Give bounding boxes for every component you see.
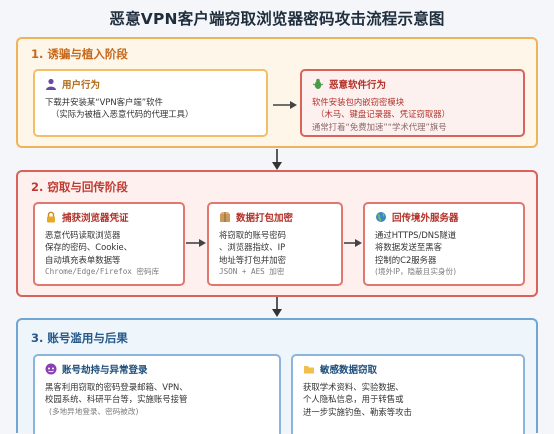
user-behavior-card: 用户行为 下载并安装某“VPN客户端”软件 （实际为被植入恶意代码的代理工具） bbox=[33, 69, 268, 137]
exfiltrate-line-3: 控制的C2服务器 bbox=[375, 254, 437, 265]
theft-line-3: 进一步实施钓鱼、勒索等攻击 bbox=[303, 406, 412, 417]
capture-line-3: 自动填充表单数据等 bbox=[45, 254, 121, 265]
package-line-2: 、浏览器指纹、IP bbox=[219, 242, 286, 253]
capture-note: Chrome/Edge/Firefox 密码库 bbox=[45, 266, 160, 276]
user-behavior-line-1: 下载并安装某“VPN客户端”软件 bbox=[45, 97, 163, 107]
capture-line-2: 保存的密码、Cookie、 bbox=[45, 242, 133, 253]
arrow-right-icon bbox=[186, 239, 206, 247]
stage-3-label: 3. 账号滥用与后果 bbox=[31, 331, 128, 345]
hacker-icon bbox=[45, 363, 57, 375]
stage-2-panel: 2. 窃取与回传阶段 捕获浏览器凭证 恶意代码读取浏览器 保存的密码、Cooki… bbox=[16, 170, 538, 297]
capture-credentials-card: 捕获浏览器凭证 恶意代码读取浏览器 保存的密码、Cookie、 自动填充表单数据… bbox=[33, 202, 185, 286]
capture-credentials-title: 捕获浏览器凭证 bbox=[62, 213, 129, 224]
package-line-3: 地址等打包并加密 bbox=[219, 254, 286, 265]
exfiltrate-server-card: 回传境外服务器 通过HTTPS/DNS隧道 将数据发送至黑客 控制的C2服务器 … bbox=[363, 202, 525, 286]
stage-1-label: 1. 诱骗与植入阶段 bbox=[31, 47, 128, 61]
hijack-note: (多地异地登录、密码被改) bbox=[49, 406, 139, 416]
data-theft-card: 敏感数据窃取 获取学术资料、实验数据、 个人隐私信息，用于转售或 进一步实施钓鱼… bbox=[291, 354, 525, 434]
malware-behavior-header: 恶意软件行为 bbox=[312, 77, 386, 91]
user-behavior-title: 用户行为 bbox=[62, 80, 101, 91]
malware-behavior-title: 恶意软件行为 bbox=[329, 80, 387, 91]
package-note: JSON + AES 加密 bbox=[219, 266, 285, 276]
package-encrypt-header: 数据打包加密 bbox=[219, 210, 293, 224]
user-behavior-line-2: （实际为被植入恶意代码的代理工具） bbox=[51, 109, 194, 120]
folder-icon bbox=[303, 363, 315, 375]
diagram-title: 恶意VPN客户端窃取浏览器密码攻击流程示意图 bbox=[109, 10, 445, 28]
exfiltrate-note: (境外IP，隐蔽且实身份) bbox=[375, 266, 457, 276]
data-theft-header: 敏感数据窃取 bbox=[303, 362, 377, 376]
account-hijack-title: 账号劫持与异常登录 bbox=[62, 365, 148, 376]
arrow-right-icon bbox=[273, 101, 297, 109]
capture-credentials-header: 捕获浏览器凭证 bbox=[45, 210, 129, 224]
capture-line-1: 恶意代码读取浏览器 bbox=[45, 230, 121, 240]
arrow-down-icon bbox=[272, 149, 282, 170]
lock-icon bbox=[45, 211, 57, 223]
globe-icon bbox=[375, 211, 387, 223]
account-hijack-card: 账号劫持与异常登录 黑客利用窃取的密码登录邮箱、VPN、 校园系统、科研平台等，… bbox=[33, 354, 281, 434]
account-hijack-header: 账号劫持与异常登录 bbox=[45, 362, 148, 376]
exfiltrate-server-header: 回传境外服务器 bbox=[375, 210, 459, 224]
exfiltrate-server-title: 回传境外服务器 bbox=[392, 213, 459, 224]
package-icon bbox=[219, 211, 231, 223]
stage-2-label: 2. 窃取与回传阶段 bbox=[31, 180, 128, 194]
user-behavior-header: 用户行为 bbox=[45, 77, 100, 91]
malware-behavior-line-2: （木马、键盘记录器、凭证窃取器） bbox=[316, 109, 450, 120]
stage-3-panel: 3. 账号滥用与后果 账号劫持与异常登录 黑客利用窃取的密码登录邮箱、VPN、 … bbox=[16, 318, 538, 434]
exfiltrate-line-1: 通过HTTPS/DNS隧道 bbox=[375, 230, 457, 240]
exfiltrate-line-2: 将数据发送至黑客 bbox=[375, 242, 442, 253]
malware-behavior-card: 恶意软件行为 软件安装包内嵌窃密模块 （木马、键盘记录器、凭证窃取器） 通常打着… bbox=[300, 69, 525, 137]
hijack-line-2: 校园系统、科研平台等，实施账号接管 bbox=[45, 394, 188, 405]
theft-line-2: 个人隐私信息，用于转售或 bbox=[303, 394, 404, 405]
hijack-line-1: 黑客利用窃取的密码登录邮箱、VPN、 bbox=[45, 382, 188, 392]
theft-line-1: 获取学术资料、实验数据、 bbox=[303, 382, 404, 392]
person-icon bbox=[45, 78, 57, 90]
malware-behavior-line-1: 软件安装包内嵌窃密模块 bbox=[312, 97, 405, 107]
package-encrypt-card: 数据打包加密 将窃取的账号密码 、浏览器指纹、IP 地址等打包并加密 JSON … bbox=[207, 202, 343, 286]
arrow-right-icon bbox=[344, 239, 362, 247]
data-theft-title: 敏感数据窃取 bbox=[320, 365, 378, 376]
arrow-down-icon bbox=[272, 297, 282, 317]
package-encrypt-title: 数据打包加密 bbox=[236, 213, 294, 224]
malware-behavior-line-3: 通常打着“免费加速”“学术代理”旗号 bbox=[312, 121, 447, 132]
bug-icon bbox=[312, 78, 324, 90]
package-line-1: 将窃取的账号密码 bbox=[219, 230, 286, 240]
stage-1-panel: 1. 诱骗与植入阶段 用户行为 下载并安装某“VPN客户端”软件 （实际为被植入… bbox=[16, 37, 538, 148]
